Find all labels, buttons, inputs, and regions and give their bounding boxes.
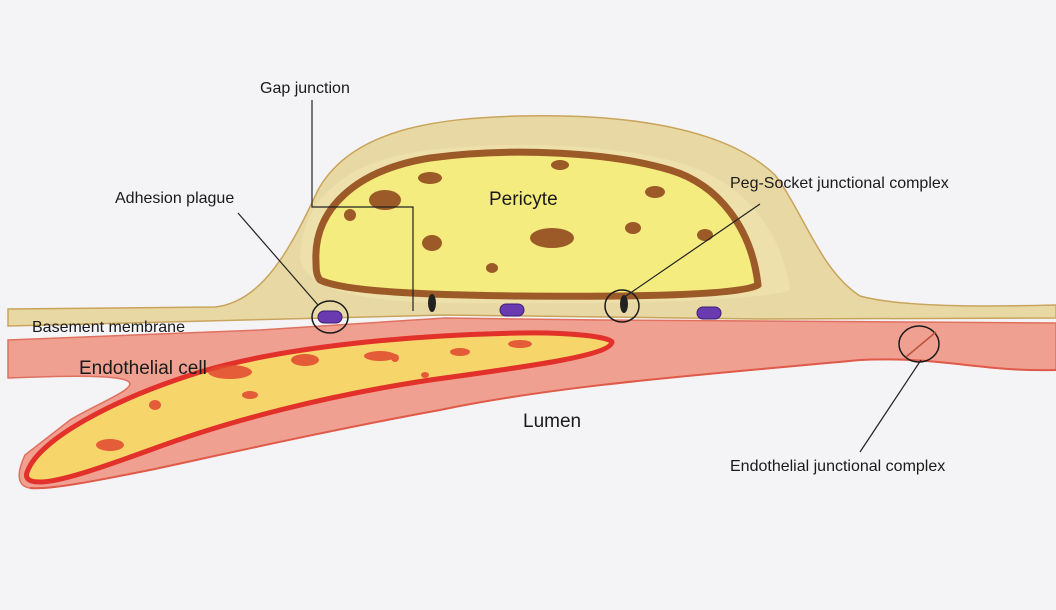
- adhesion-plaque: [697, 307, 721, 319]
- endothelial-cell-label: Endothelial cell: [79, 358, 207, 380]
- endothelial-junction-leader: [860, 360, 921, 452]
- peg-socket: [428, 294, 436, 312]
- adhesion-plague-label: Adhesion plague: [115, 190, 234, 208]
- lumen-label: Lumen: [523, 411, 581, 433]
- adhesion-plaque: [318, 311, 342, 323]
- peg-socket: [620, 295, 628, 313]
- peg-socket-label: Peg-Socket junctional complex: [730, 175, 949, 193]
- gap-junction-label: Gap junction: [260, 80, 350, 98]
- endothelial-junctional-complex-label: Endothelial junctional complex: [730, 458, 945, 476]
- adhesion-plaque: [500, 304, 524, 316]
- basement-membrane-label: Basement membrane: [32, 319, 185, 337]
- pericyte-label: Pericyte: [489, 189, 558, 211]
